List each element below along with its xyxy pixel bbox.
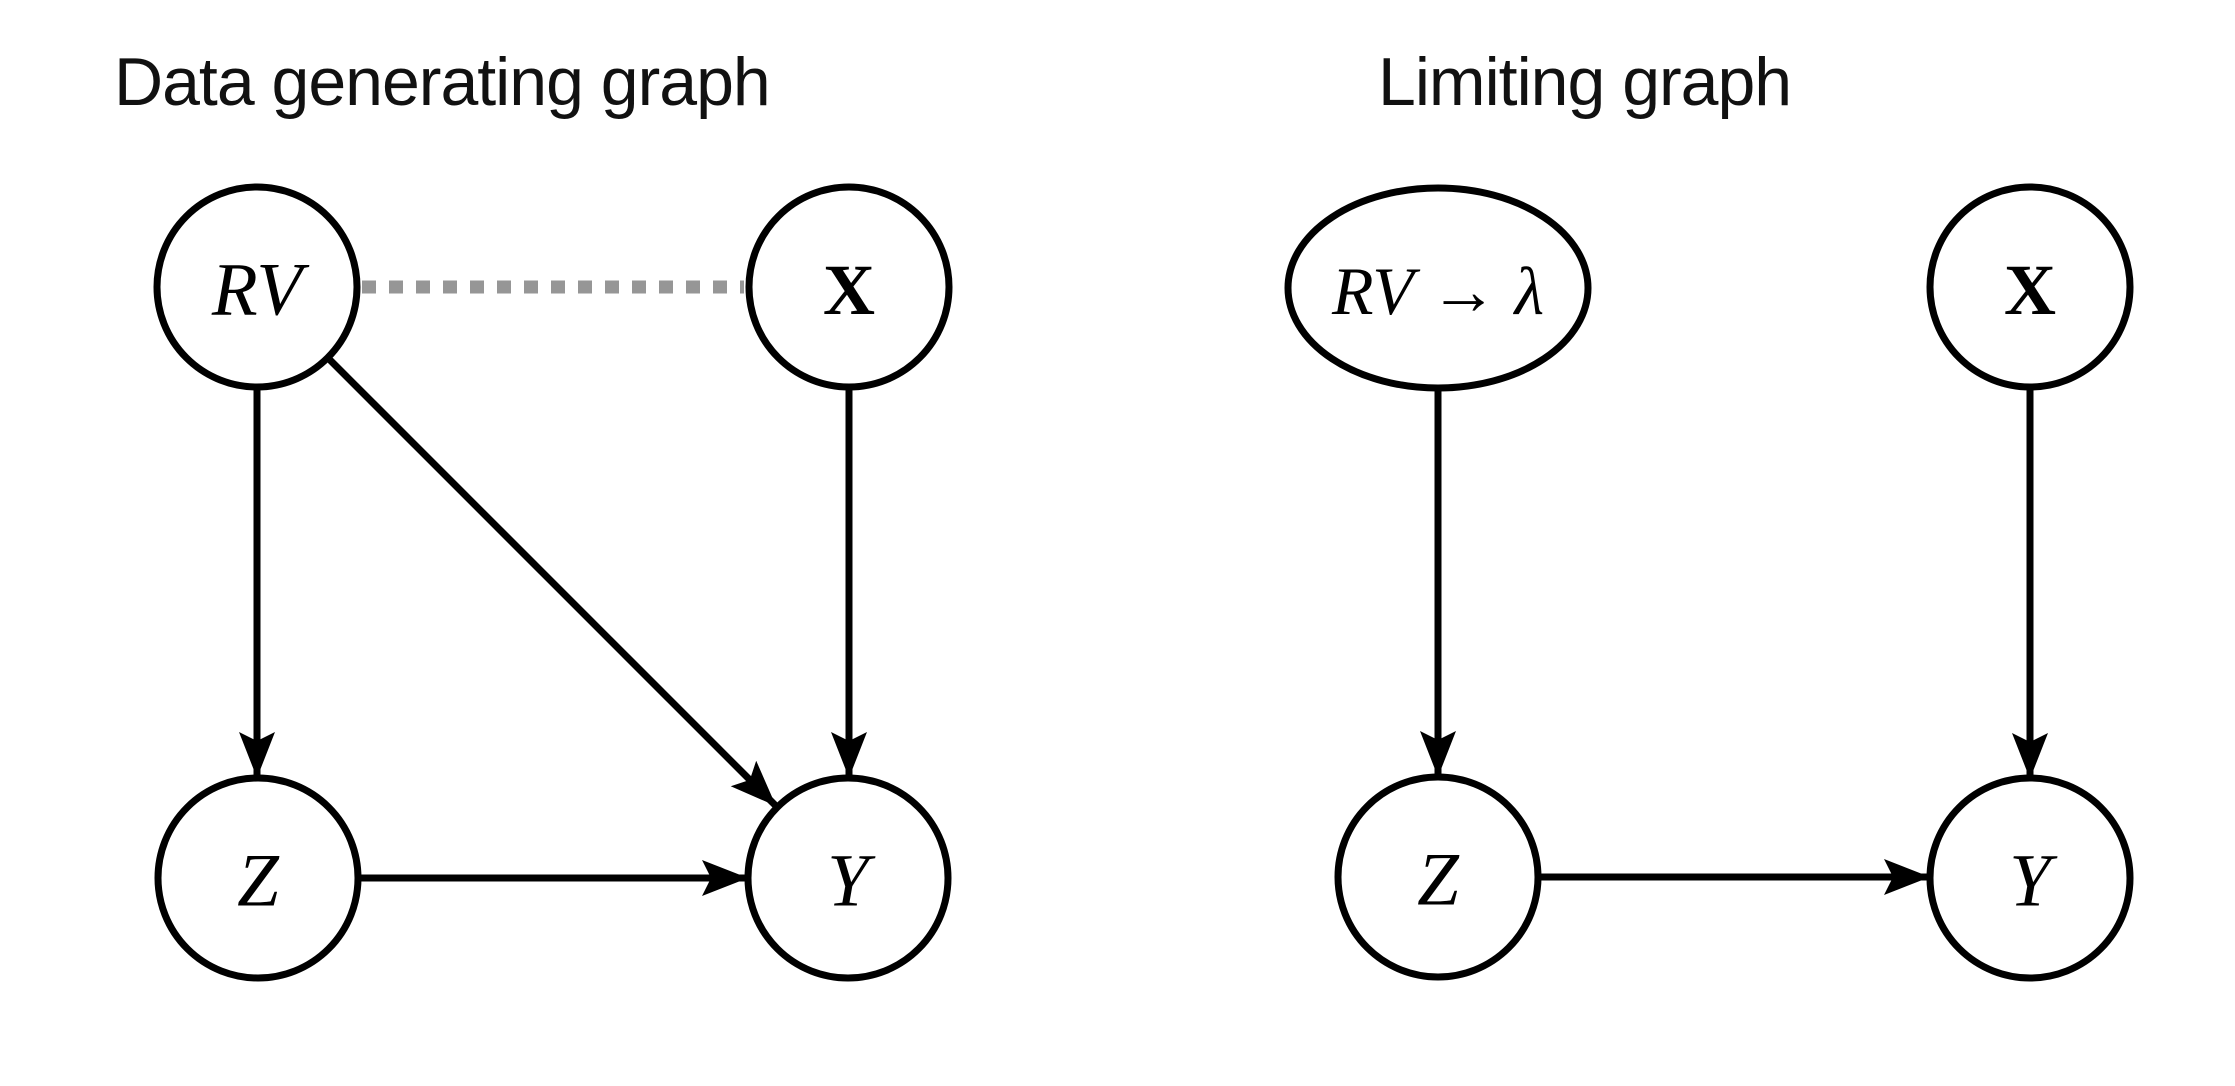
right-node-rv-lambda-label: RV → λ — [1331, 253, 1544, 329]
right-node-x-circle — [1926, 183, 2134, 391]
left-node-x-label: X — [823, 250, 875, 330]
left-graph: Data generating graph RV X Z — [114, 44, 953, 982]
right-node-z-label: Z — [1417, 839, 1460, 922]
left-node-rv-label: RV — [211, 249, 310, 332]
left-node-z-circle — [154, 774, 362, 982]
right-node-rv-lambda-ellipse — [1284, 184, 1592, 392]
right-node-x: X — [1926, 183, 2134, 391]
right-node-y: Y — [1926, 774, 2134, 982]
right-graph-title: Limiting graph — [1378, 44, 1791, 120]
left-node-z-label: Z — [237, 840, 280, 923]
left-node-z: Z — [154, 774, 362, 982]
right-graph: Limiting graph RV → λ X Z Y — [1284, 44, 2134, 982]
left-node-y-circle — [744, 774, 952, 982]
left-edge-rv-to-y — [327, 357, 779, 809]
left-node-x-circle — [745, 183, 953, 391]
right-node-y-label: Y — [2009, 840, 2058, 923]
right-node-y-circle — [1926, 774, 2134, 982]
right-node-z: Z — [1334, 773, 1542, 981]
right-node-x-label: X — [2004, 250, 2056, 330]
left-node-x: X — [745, 183, 953, 391]
left-node-y: Y — [744, 774, 952, 982]
left-node-y-label: Y — [827, 840, 876, 923]
left-node-rv-circle — [153, 183, 361, 391]
right-node-z-circle — [1334, 773, 1542, 981]
left-graph-title: Data generating graph — [114, 44, 770, 120]
right-node-rv-lambda: RV → λ — [1284, 184, 1592, 392]
left-node-rv: RV — [153, 183, 361, 391]
